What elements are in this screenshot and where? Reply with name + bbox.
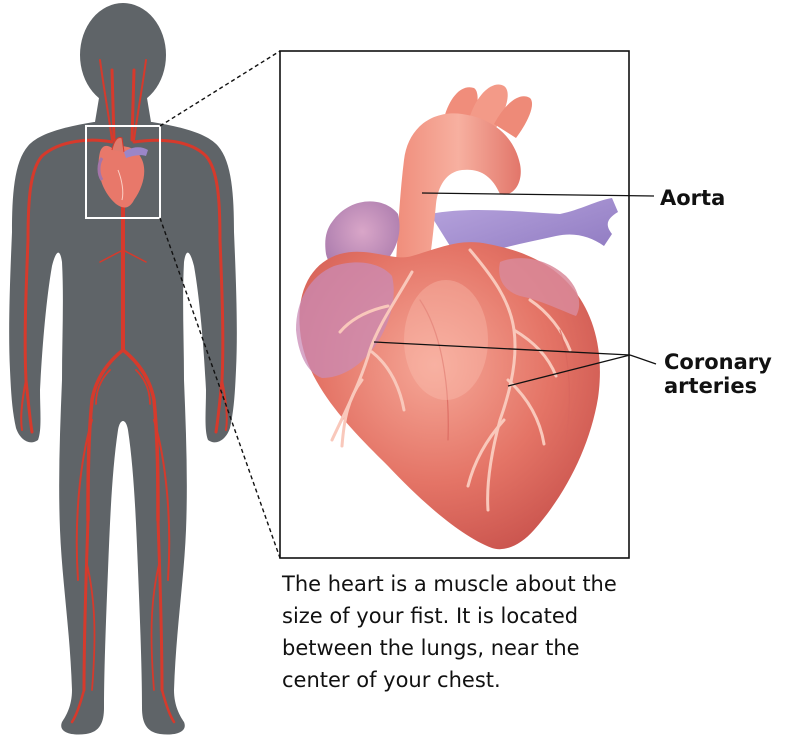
aorta-label: Aorta xyxy=(660,186,725,210)
caption-text: The heart is a muscle about the size of … xyxy=(282,568,702,696)
caption-line-3: between the lungs, near the xyxy=(282,632,702,664)
coronary-label-line2: arteries xyxy=(664,374,772,398)
caption-line-1: The heart is a muscle about the xyxy=(282,568,702,600)
coronary-label-line1: Coronary xyxy=(664,350,772,374)
body-silhouette xyxy=(9,3,237,735)
caption-line-2: size of your fist. It is located xyxy=(282,600,702,632)
caption-line-4: center of your chest. xyxy=(282,664,702,696)
coronary-arteries-label: Coronary arteries xyxy=(664,350,772,398)
